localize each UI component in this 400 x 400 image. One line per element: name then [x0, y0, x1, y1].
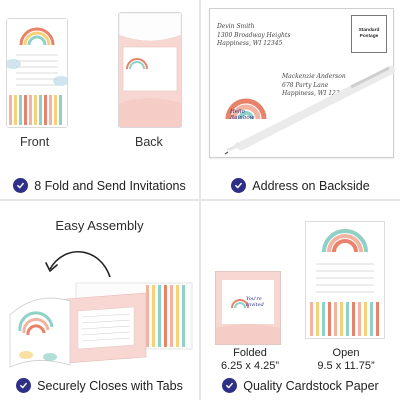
caption-cardstock: Quality Cardstock Paper	[201, 378, 400, 393]
envelope-back: Devin Smith 1300 Broadway Heights Happin…	[209, 8, 394, 158]
open-invitation-art	[306, 222, 384, 338]
back-label: Back	[135, 135, 163, 149]
folded-card-art	[216, 272, 280, 344]
front-invitation-art	[5, 19, 69, 127]
sticker-text: Hello Rainbow	[230, 109, 255, 121]
back-invitation-art	[118, 12, 182, 127]
open-invitation	[305, 221, 385, 339]
folded-card: You're Invited	[215, 271, 281, 345]
assembly-title: Easy Assembly	[55, 218, 144, 233]
caption-fold-send: 8 Fold and Send Invitations	[0, 178, 199, 193]
panel-sizes: You're Invited	[201, 201, 400, 400]
caption-text: 8 Fold and Send Invitations	[34, 178, 186, 193]
postage-stamp-box: Standard Postage	[351, 15, 387, 53]
open-size-label: Open 9.5 x 11.75”	[317, 347, 375, 372]
checkmark-icon	[231, 178, 247, 193]
checkmark-icon	[222, 378, 238, 393]
caption-text: Quality Cardstock Paper	[243, 378, 379, 393]
panel-front-back: Front Back 8 Fold and Send Invitations	[0, 0, 199, 199]
rainbow-sticker	[225, 98, 267, 120]
invitation-back	[118, 12, 182, 128]
horizontal-divider	[0, 199, 400, 201]
checkmark-icon	[16, 378, 32, 393]
invitation-front	[5, 18, 69, 128]
caption-tabs: Securely Closes with Tabs	[0, 378, 199, 393]
caption-text: Securely Closes with Tabs	[37, 378, 183, 393]
return-address: Devin Smith 1300 Broadway Heights Happin…	[217, 23, 291, 47]
caption-address: Address on Backside	[201, 178, 400, 193]
folded-size-label: Folded 6.25 x 4.25”	[220, 347, 280, 372]
recipient-address: Mackenzie Anderson 678 Party Lane Happin…	[282, 73, 348, 97]
folded-card-text: You're Invited	[246, 296, 264, 308]
front-label: Front	[20, 135, 50, 149]
pen-icon	[224, 65, 396, 155]
checkmark-icon	[13, 178, 29, 193]
panel-easy-assembly: Easy Assembly	[0, 201, 199, 400]
assembly-illustration	[9, 282, 193, 368]
panel-address-backside: Devin Smith 1300 Broadway Heights Happin…	[201, 0, 400, 199]
caption-text: Address on Backside	[252, 178, 370, 193]
curved-arrow-icon	[45, 251, 111, 278]
